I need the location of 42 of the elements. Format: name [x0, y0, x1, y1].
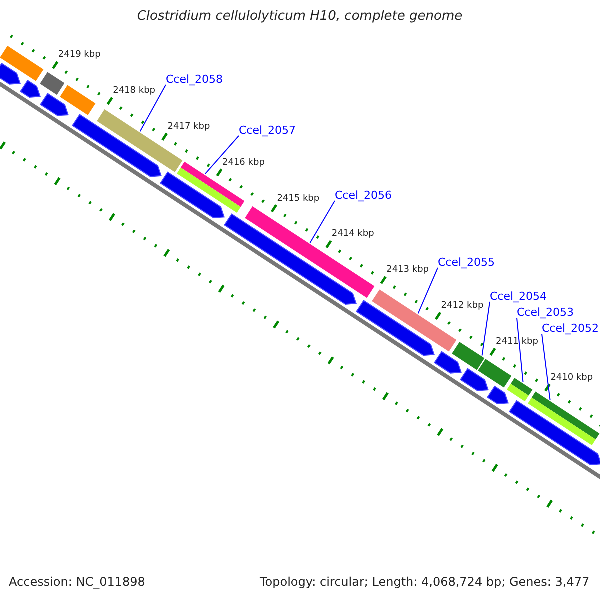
gene-feature [224, 214, 357, 306]
leader-line [542, 334, 551, 401]
gene-bar [0, 46, 44, 82]
scale-label: 2415 kbp [277, 194, 320, 204]
scale-label: 2419 kbp [58, 50, 101, 60]
gene-bar [245, 206, 375, 298]
scale-label: 2418 kbp [113, 86, 156, 96]
leader-line [204, 136, 240, 175]
gene-label: Ccel_2054 [490, 290, 548, 303]
gene-bar [528, 392, 600, 446]
gene-feature [160, 172, 225, 219]
gene-bar [40, 72, 65, 96]
gene-label: Ccel_2056 [335, 189, 392, 202]
scale-label: 2411 kbp [496, 336, 538, 347]
gene-label: Ccel_2058 [166, 73, 224, 86]
scale-label: 2417 kbp [168, 122, 210, 132]
gene-feature [356, 300, 435, 356]
gene-feature [0, 63, 21, 85]
scale-label: 2416 kbp [222, 158, 265, 168]
gene-label: Ccel_2055 [438, 256, 496, 269]
gene-feature [487, 386, 509, 405]
gene-bar [452, 342, 512, 388]
scale-label: 2412 kbp [441, 301, 484, 312]
scale-label: 2413 kbp [386, 265, 429, 276]
gene-feature [72, 114, 162, 178]
leader-line [310, 200, 336, 244]
gene-feature [40, 93, 69, 116]
gene-label: Ccel_2057 [239, 124, 296, 137]
scale-label: 2414 kbp [332, 229, 374, 240]
title: Clostridium cellulolyticum H10, complete genome [136, 9, 464, 24]
gene-feature [509, 400, 600, 466]
genome-info-text: Topology: circular; Length: 4,068,724 bp; Genes: 3,477 [260, 575, 590, 589]
leader-line [418, 268, 438, 314]
gene-label: Ccel_2052 [542, 322, 600, 335]
leader-line [140, 84, 166, 132]
scale-label: 2410 kbp [550, 372, 594, 383]
gene-feature [460, 368, 489, 392]
accession-text: Accession: NC_011898 [9, 575, 146, 589]
leader-line [482, 302, 490, 356]
gene-bar [60, 85, 96, 116]
gene-label: Ccel_2053 [517, 306, 574, 319]
gene-bar [507, 378, 533, 402]
